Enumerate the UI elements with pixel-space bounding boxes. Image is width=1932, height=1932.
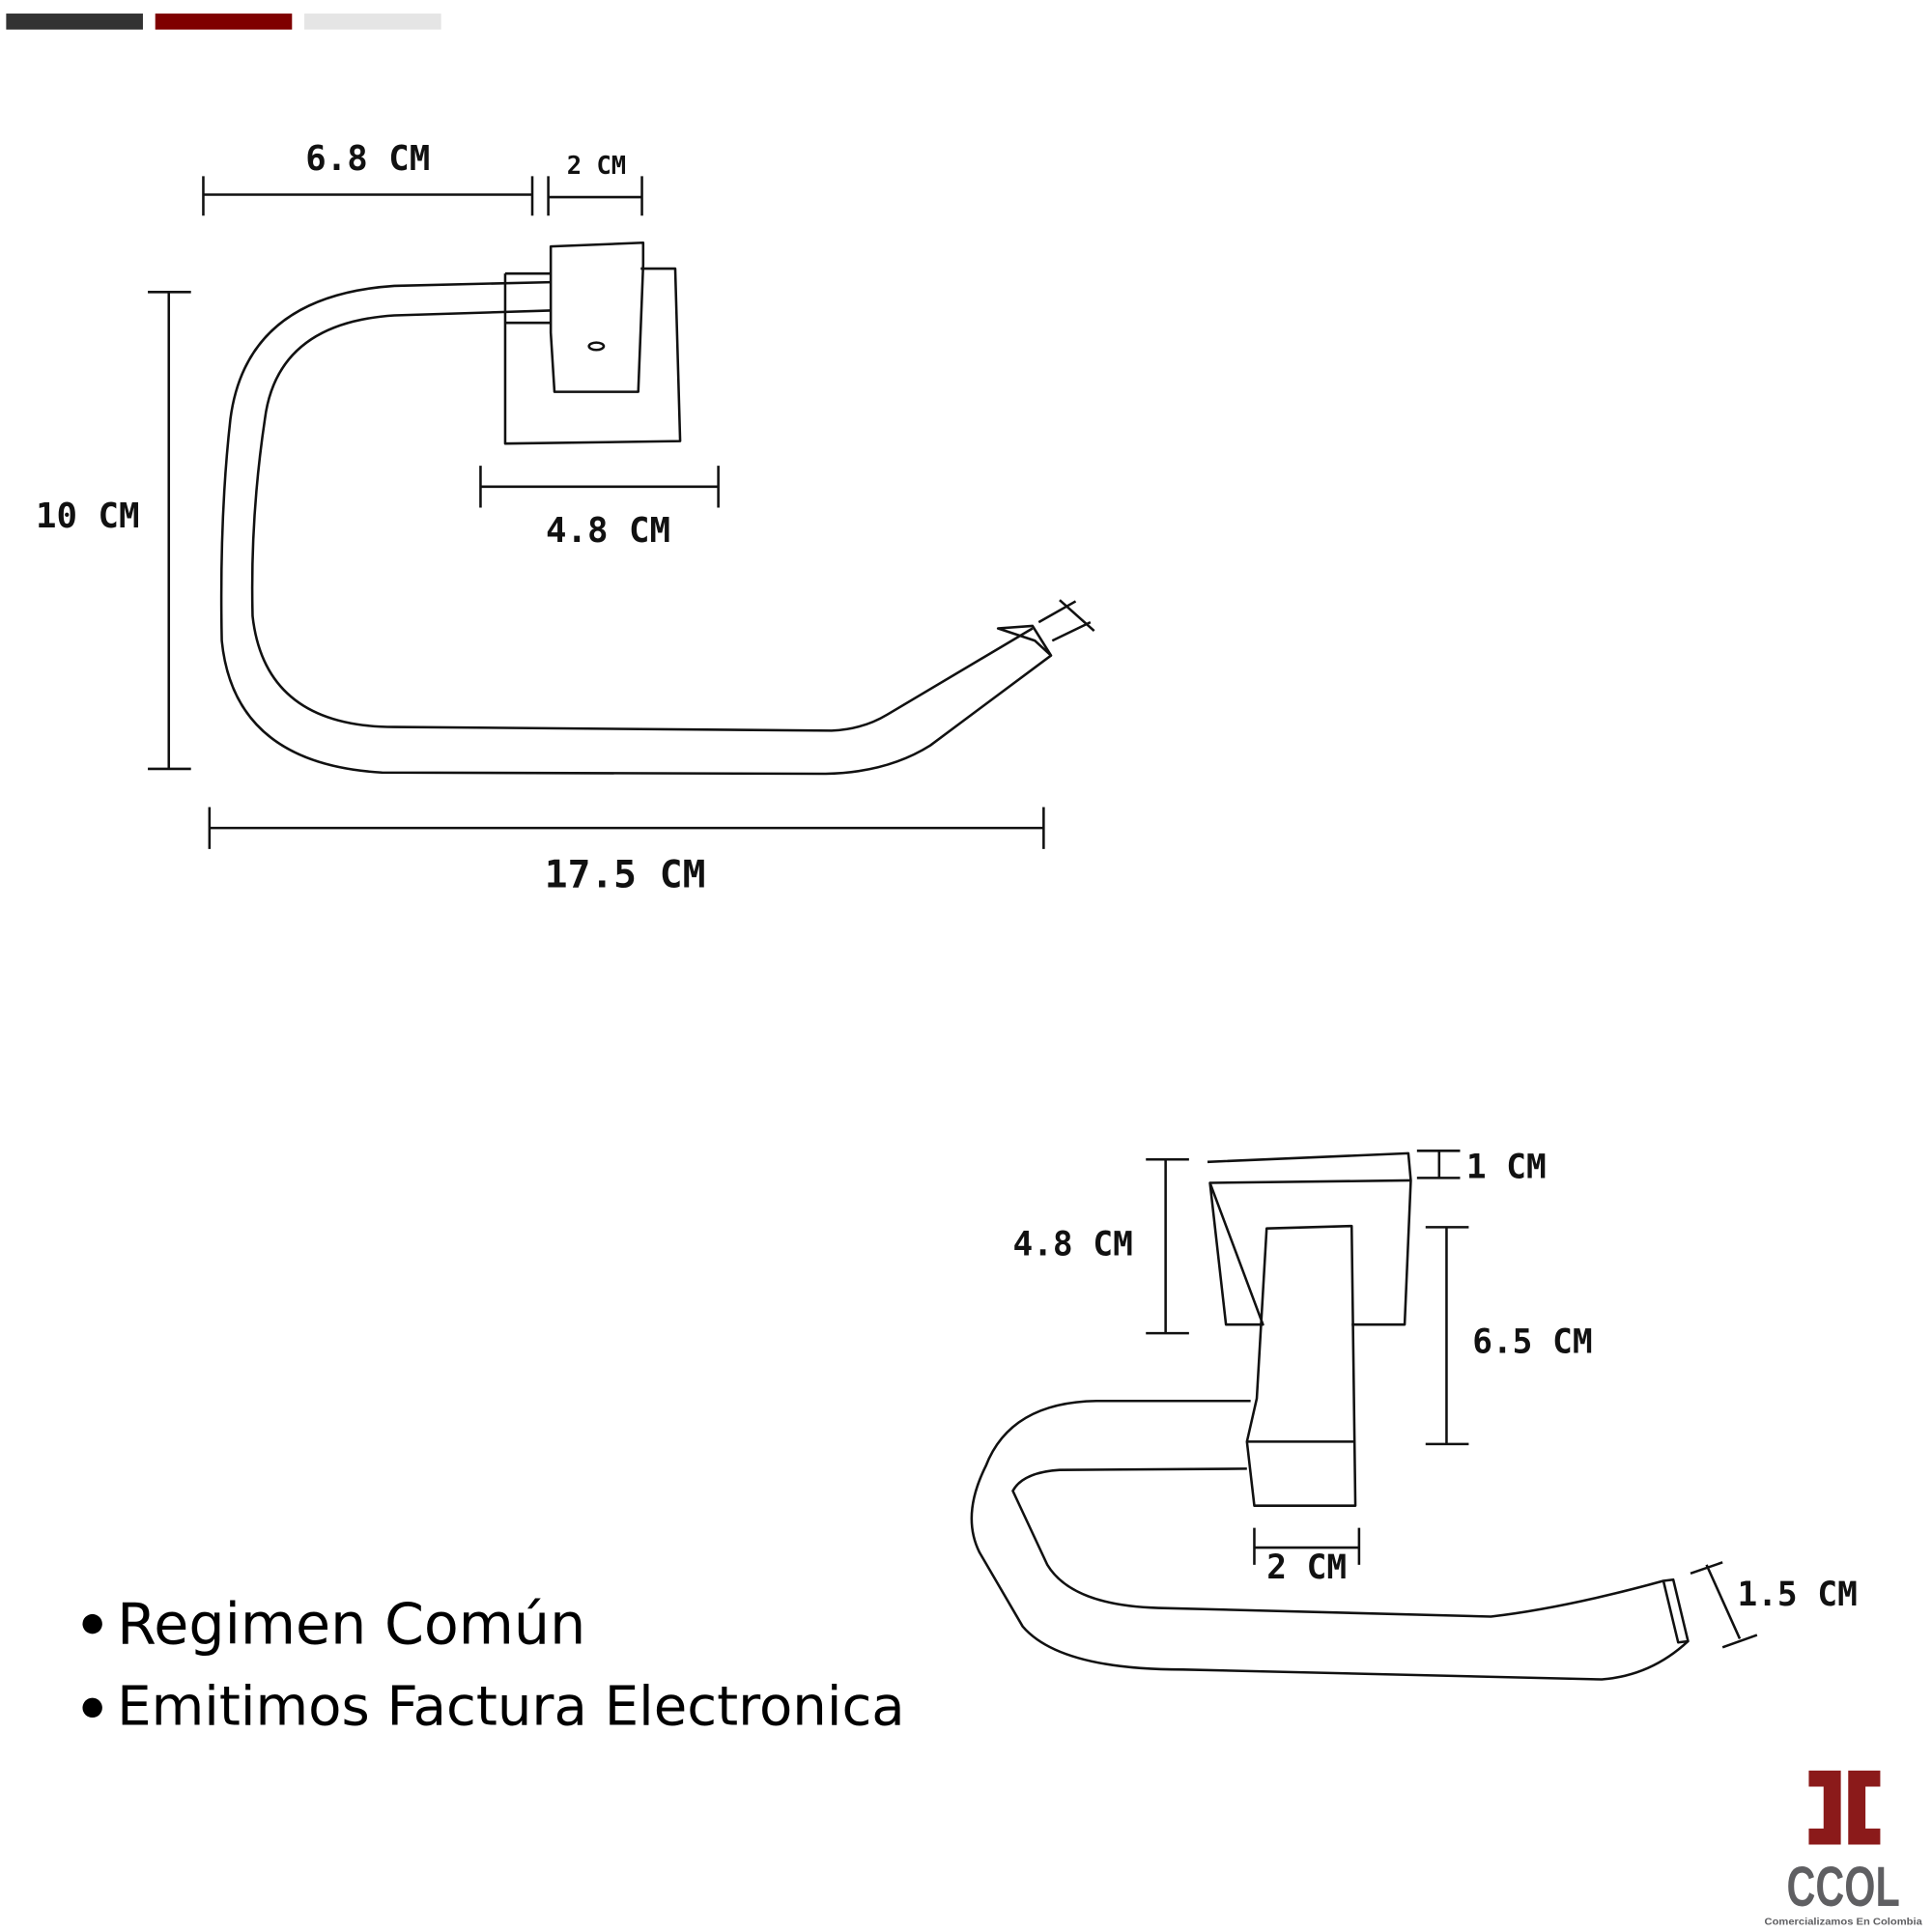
top-view-dimensions — [148, 176, 1095, 849]
dim-bar-thickness-label: 1.5 CM — [1737, 1576, 1857, 1614]
bullet-icon — [82, 1613, 102, 1634]
dim-base-height-label: 4.8 CM — [1012, 1226, 1132, 1264]
side-view-dimensions — [1146, 1150, 1758, 1649]
header-bar-dark — [6, 14, 143, 30]
logo-tagline: Comercializamos En Colombia — [1765, 1917, 1923, 1927]
logo-name: CCOL — [1786, 1856, 1899, 1918]
dim-post-length-label: 6.5 CM — [1472, 1323, 1592, 1362]
dim-base-thickness-label: 1 CM — [1466, 1148, 1547, 1186]
note-regimen: Regimen Común — [117, 1592, 585, 1658]
bullet-icon — [82, 1697, 102, 1719]
side-view-drawing — [970, 1151, 1690, 1681]
dim-total-width-label: 17.5 CM — [545, 852, 706, 896]
dim-arm-depth-label: 6.8 CM — [305, 139, 430, 179]
dim-base-width-label: 4.8 CM — [546, 511, 670, 551]
top-view-drawing — [219, 242, 1053, 776]
dim-height-label: 10 CM — [36, 497, 139, 536]
ccol-logo: CCOL Comercializamos En Colombia — [1765, 1770, 1923, 1927]
dim-post-width-label: 2 CM — [567, 152, 626, 181]
dim-side-post-width-label: 2 CM — [1266, 1548, 1347, 1587]
note-factura: Emitimos Factura Electronica — [117, 1676, 905, 1739]
header-bar-light — [304, 14, 441, 30]
header-bar-red — [155, 14, 293, 30]
